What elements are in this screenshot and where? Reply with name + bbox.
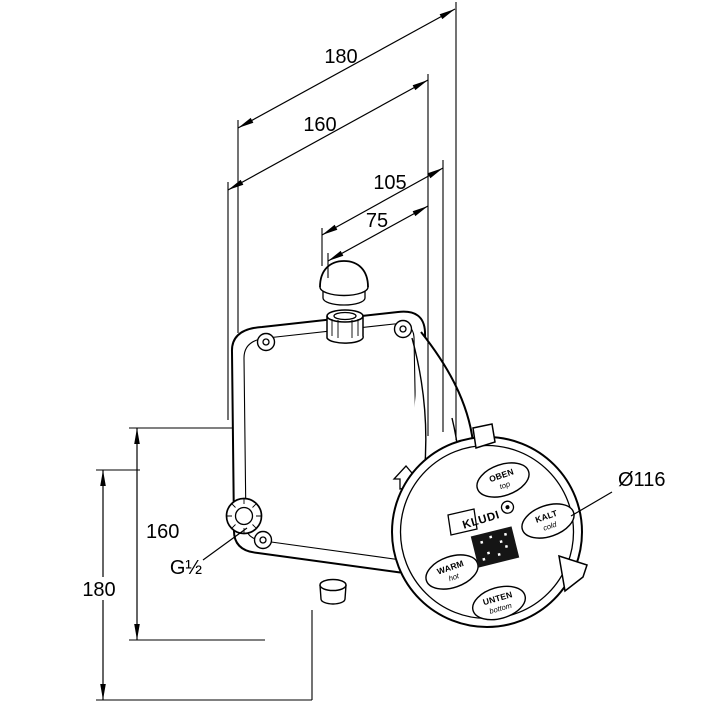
diameter-label: Ø116 xyxy=(618,469,665,491)
union-collar xyxy=(326,309,364,344)
badge-oben-top: OBEN top xyxy=(476,462,530,498)
dimension-label-160-top: 160 xyxy=(303,114,336,136)
qr-label xyxy=(470,526,520,568)
screw-hole-top-right-center xyxy=(399,325,407,333)
screw-hole-top-left-center xyxy=(262,338,270,346)
dimension-line-160-top xyxy=(227,79,429,191)
collar-top-ellipse xyxy=(326,309,364,323)
cap-dome xyxy=(319,260,369,288)
qr-label-dots xyxy=(480,532,508,561)
screw-hole-bottom-left-center xyxy=(259,536,267,544)
dimension-line-180-top xyxy=(237,8,456,129)
cover-plate: OBEN top KALT cold WARM hot UNTEN bottom… xyxy=(391,423,588,628)
badge-kalt-outline xyxy=(521,503,575,539)
badge-oben-outline xyxy=(476,462,530,498)
dimensions: 180 160 105 75 160 180 Ø116 G½ xyxy=(76,2,665,701)
badge-unten-outline xyxy=(471,585,527,621)
bottom-connection-ellipse xyxy=(319,578,347,592)
collar-sides xyxy=(326,316,364,344)
dimension-label-180-top: 180 xyxy=(324,46,357,68)
collar-bore xyxy=(333,311,357,321)
brand-drop-dot xyxy=(505,505,510,510)
bottom-connection xyxy=(319,578,347,605)
collar-knurl-lines xyxy=(331,319,359,338)
dimension-line-75 xyxy=(327,205,429,262)
label-underlay xyxy=(76,577,122,600)
dimension-label-105: 105 xyxy=(373,172,406,194)
badge-warm-hot: WARM hot xyxy=(425,554,479,590)
badge-hot-label: hot xyxy=(447,571,461,583)
extension-lines-top xyxy=(227,2,457,440)
cylinder-top-edge xyxy=(420,331,474,443)
thread-label: G½ xyxy=(170,557,203,579)
leader-line-diameter xyxy=(570,491,613,517)
protective-cap xyxy=(319,260,369,306)
extension-lines-left xyxy=(96,427,313,701)
badge-cold-label: cold xyxy=(542,519,559,532)
brand-drop-icon xyxy=(500,500,515,514)
cover-side-tab xyxy=(558,554,588,593)
badge-top-label: top xyxy=(498,479,511,491)
cover-top-clip xyxy=(472,423,496,449)
qr-label-square xyxy=(470,526,520,568)
dimension-label-160-left: 160 xyxy=(146,521,179,543)
leader-line-thread xyxy=(202,527,248,561)
badge-kalt-cold: KALT cold xyxy=(521,503,575,539)
screw-hole-top-right xyxy=(393,319,413,339)
screw-hole-top-left xyxy=(256,332,276,352)
side-connection xyxy=(225,497,263,535)
side-connection-bore xyxy=(234,506,254,526)
valve-body: OBEN top KALT cold WARM hot UNTEN bottom… xyxy=(225,260,588,628)
dimension-label-75: 75 xyxy=(366,210,388,232)
screw-hole-bottom-left xyxy=(253,530,273,550)
cover-notch xyxy=(447,508,478,536)
badge-unten-bottom: UNTEN bottom xyxy=(471,585,527,621)
cap-skirt xyxy=(322,291,366,306)
dimension-label-180-left: 180 xyxy=(82,579,115,601)
